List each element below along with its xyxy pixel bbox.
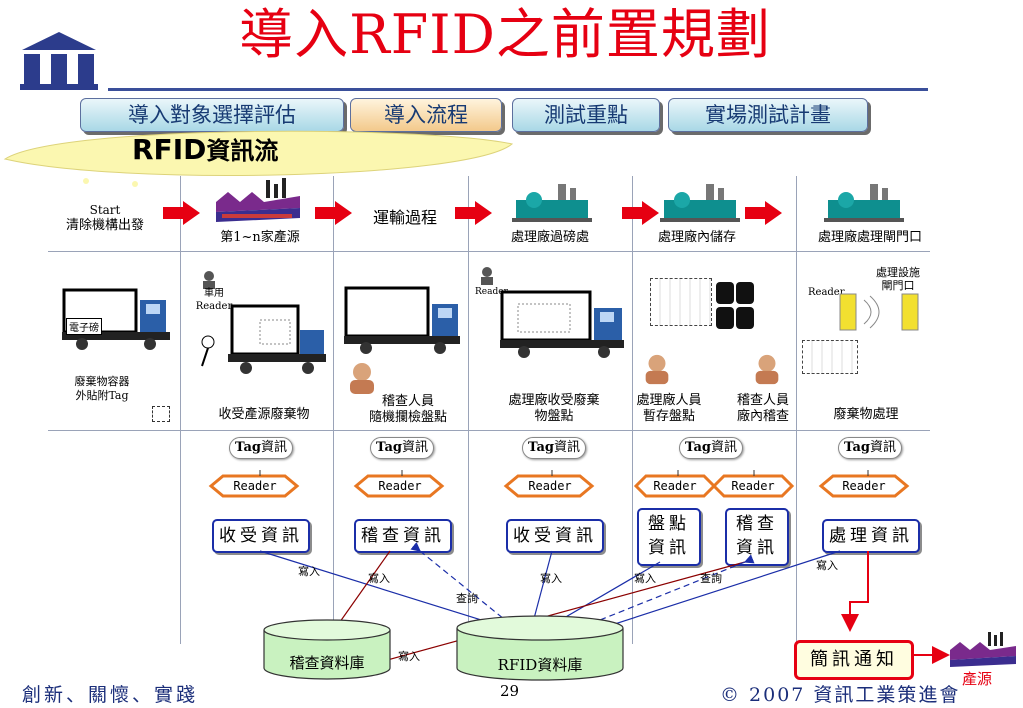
section-label: RFID資訊流 <box>132 133 279 166</box>
plant-staff-label: 處理廠人員 暫存盤點 <box>636 393 702 424</box>
column-divider <box>632 176 633 644</box>
footer-slogan: 創新、關懷、實踐 <box>22 684 199 706</box>
reader-badge: Reader <box>233 479 277 493</box>
tag-info-pill: Tag資訊 <box>522 437 586 459</box>
tab-target-evaluation[interactable]: 導入對象選擇評估 <box>80 98 344 132</box>
reader-badge: Reader <box>378 479 422 493</box>
page-number: 29 <box>500 682 520 700</box>
reader-label: Reader <box>808 287 845 298</box>
data-flow-arrows <box>259 541 950 665</box>
reader-person-icon <box>481 267 493 285</box>
truck-loading-icon <box>201 304 326 374</box>
write-label: 寫入 <box>816 559 838 572</box>
receive-waste-label: 收受產源廢棄物 <box>218 407 310 422</box>
stage-storage: 處理廠內儲存 <box>657 230 736 245</box>
inspector-avatar <box>645 354 669 385</box>
receive-info-box: 收受資訊 <box>212 519 310 553</box>
tag-info-pill: Tag資訊 <box>679 437 743 459</box>
inspector-avatar <box>755 354 779 385</box>
factory-icon <box>216 178 300 222</box>
title-underline <box>108 88 928 91</box>
iii-logo <box>20 32 98 90</box>
truck-icon <box>500 290 624 358</box>
stage-weigh: 處理廠過磅處 <box>510 230 589 245</box>
gate-icon <box>839 293 919 331</box>
tag-info-pill: Tag資訊 <box>838 437 902 459</box>
inspector-label: 稽查人員 隨機攔檢盤點 <box>368 394 447 425</box>
receive-info-box: 收受資訊 <box>506 519 604 553</box>
column-divider <box>468 176 469 644</box>
stage-start: Start 清除機構出發 <box>65 203 144 233</box>
column-divider <box>180 176 181 644</box>
write-label: 寫入 <box>298 565 320 578</box>
footer-copyright: © 2007 資訊工業策進會 <box>720 684 961 706</box>
column-divider <box>333 176 334 644</box>
tag-info-pill: Tag資訊 <box>229 437 293 459</box>
stage-transport: 運輸過程 <box>372 208 437 227</box>
process-info-box: 處理資訊 <box>822 519 920 553</box>
disposal-label: 廢棄物處理 <box>833 407 899 422</box>
reader-person-icon <box>203 271 215 289</box>
factory-icon <box>950 632 1016 667</box>
reader-badge: Reader <box>731 479 775 493</box>
container-tag-label: 廢棄物容器 外貼附Tag <box>74 375 130 402</box>
row-divider <box>48 251 930 252</box>
plant-icon <box>660 184 740 222</box>
inspect-info-box: 稽查資訊 <box>725 508 789 566</box>
section-leaf-shape <box>3 130 514 187</box>
plant-icon <box>512 184 592 222</box>
producer-label: 產源 <box>962 670 993 688</box>
page-title: 導入RFID之前置規劃 <box>239 3 771 66</box>
write-label: 寫入 <box>634 572 656 585</box>
inspect-database-icon <box>263 619 391 680</box>
plant-icon <box>824 184 904 222</box>
inspect-info-box: 稽查資訊 <box>354 519 452 553</box>
reader-badge: Reader <box>528 479 572 493</box>
tag-box-icon <box>152 406 170 422</box>
write-label: 寫入 <box>398 650 420 663</box>
write-label: 寫入 <box>540 572 562 585</box>
truck-icon <box>344 286 460 354</box>
reader-badge: Reader <box>653 479 697 493</box>
rfid-database-label: RFID資料庫 <box>497 656 583 674</box>
tab-import-process[interactable]: 導入流程 <box>350 98 502 132</box>
reader-badge: Reader <box>842 479 886 493</box>
vehicle-reader-label: 車用 Reader <box>195 288 233 312</box>
tab-test-focus[interactable]: 測試重點 <box>512 98 660 132</box>
query-label: 查詢 <box>456 592 478 605</box>
rfid-database-icon <box>456 615 624 681</box>
sms-notification-box: 簡訊通知 <box>794 640 914 680</box>
pallet-stack <box>650 278 712 326</box>
pallet-stack <box>802 340 858 374</box>
stage-source: 第1~n家產源 <box>220 230 300 245</box>
column-divider <box>796 176 797 644</box>
plant-receive-label: 處理廠收受廢棄 物盤點 <box>508 393 600 424</box>
inspector-avatar <box>350 363 374 394</box>
inspect-database-label: 稽查資料庫 <box>289 654 365 672</box>
row-divider <box>48 430 930 431</box>
query-label: 查詢 <box>700 572 722 585</box>
facility-gate-label: 處理設施 閘門口 <box>876 266 920 292</box>
tag-info-pill: Tag資訊 <box>370 437 434 459</box>
count-info-box: 盤點資訊 <box>637 508 701 566</box>
barrels-icon <box>716 282 754 329</box>
scale-label: 電子磅 <box>66 318 102 335</box>
reader-hexes <box>208 470 910 498</box>
write-label: 寫入 <box>368 572 390 585</box>
stage-gate: 處理廠處理閘門口 <box>817 230 922 245</box>
tab-field-test-plan[interactable]: 實場測試計畫 <box>668 98 868 132</box>
reader-label: Reader <box>475 287 508 297</box>
inspector2-label: 稽查人員 廠內稽查 <box>736 393 789 424</box>
stage-arrows <box>163 201 782 225</box>
